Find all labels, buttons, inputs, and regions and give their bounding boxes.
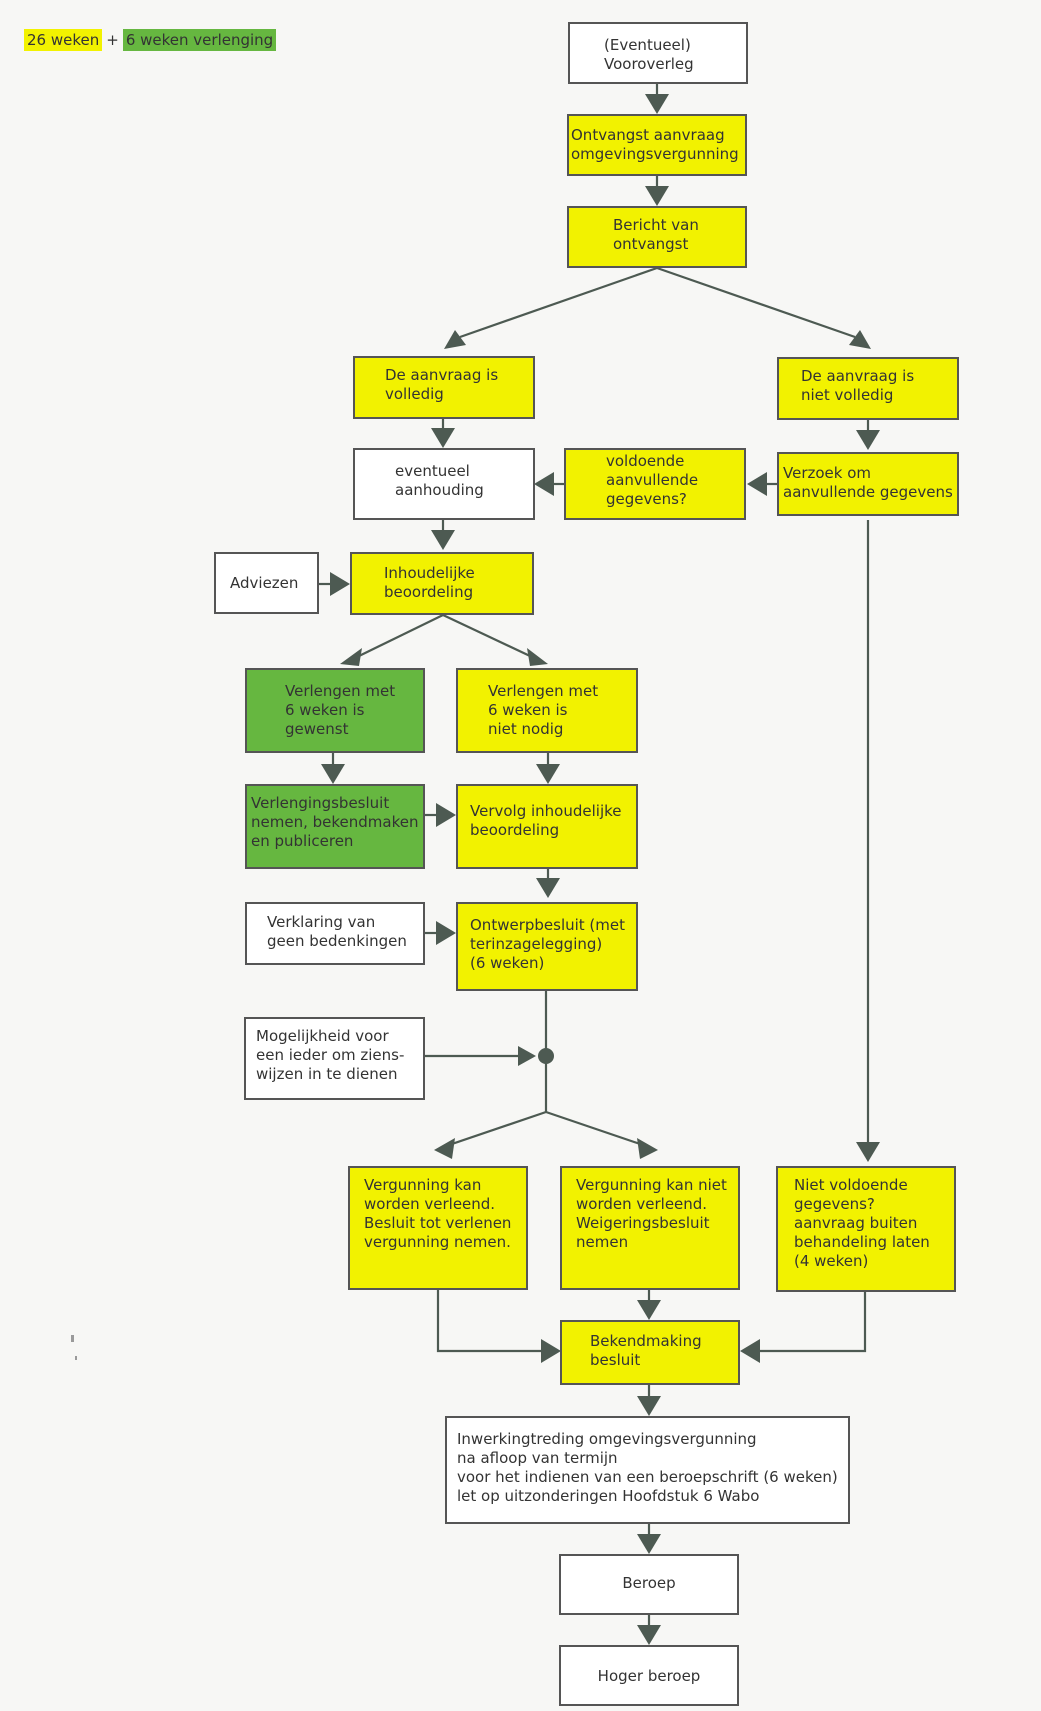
line-bericht-volledig xyxy=(459,266,658,339)
arrowhead-verzoek xyxy=(856,430,880,450)
step-eventueel-aanhouding: eventueel aanhouding xyxy=(353,448,535,520)
step-ontwerpbesluit: Ontwerpbesluit (met terinzagelegging) (6… xyxy=(456,902,638,991)
arrowhead-bericht xyxy=(645,186,669,206)
connector-arrowheads xyxy=(321,94,880,1645)
arrowhead-bekendmaking-boven xyxy=(637,1300,661,1320)
arrowhead-beroep xyxy=(637,1534,661,1554)
step-vergunning-verleend: Vergunning kan worden verleend. Besluit … xyxy=(348,1166,528,1290)
junction-dot xyxy=(538,1048,554,1064)
arrowhead-volledig xyxy=(444,330,466,349)
arrowhead-niet-volledig xyxy=(849,330,871,349)
step-vergunning-geweigerd: Vergunning kan niet worden verleend. Wei… xyxy=(560,1166,740,1290)
line-beoordeling-niet-nodig xyxy=(442,614,531,657)
arrowhead-ontvangst xyxy=(645,94,669,114)
legend-standard: 26 weken xyxy=(24,29,103,51)
arrowhead-verleend xyxy=(434,1138,455,1159)
step-vervolg-inhoudelijke-beoordeling: Vervolg inhoudelijke beoordeling xyxy=(456,784,638,869)
step-bericht-van-ontvangst: Bericht van ontvangst xyxy=(567,206,747,268)
legend: 26 weken + 6 weken verlenging xyxy=(24,29,277,51)
arrowhead-verlengingsbesluit xyxy=(321,764,345,784)
step-aanvraag-volledig: De aanvraag is volledig xyxy=(353,356,535,419)
arrowhead-vervolg-links xyxy=(436,803,456,827)
arrowhead-bekendmaking-rechts xyxy=(740,1339,760,1363)
step-bekendmaking-besluit: Bekendmaking besluit xyxy=(560,1320,740,1385)
line-beoordeling-gewenst xyxy=(358,614,444,657)
scan-speck xyxy=(71,1335,74,1342)
arrowhead-ontwerpbesluit xyxy=(536,878,560,898)
scan-speck xyxy=(75,1356,77,1360)
arrowhead-aanhouding xyxy=(431,428,455,448)
step-verlengen-gewenst: Verlengen met 6 weken is gewenst xyxy=(245,668,425,753)
line-buiten-behandeling-bekendmaking xyxy=(758,1292,867,1353)
line-splitsing-geweigerd xyxy=(545,1110,647,1148)
arrowhead-buiten-behandeling xyxy=(856,1142,880,1162)
step-verklaring-geen-bedenkingen: Verklaring van geen bedenkingen xyxy=(245,902,425,965)
arrowhead-bekendmaking-links xyxy=(541,1339,561,1363)
arrowhead-verklaring xyxy=(436,921,456,945)
arrowhead-adviezen xyxy=(330,572,350,596)
step-inhoudelijke-beoordeling: Inhoudelijke beoordeling xyxy=(350,552,534,615)
step-verlengingsbesluit: Verlengingsbesluit nemen, bekendmaken en… xyxy=(245,784,425,869)
step-voldoende-gegevens: voldoende aanvullende gegevens? xyxy=(564,448,746,520)
step-inwerkingtreding: Inwerkingtreding omgevingsvergunning na … xyxy=(445,1416,850,1524)
arrowhead-geweigerd xyxy=(637,1138,658,1159)
line-splitsing-verleend xyxy=(445,1110,547,1148)
step-verlengen-niet-nodig: Verlengen met 6 weken is niet nodig xyxy=(456,668,638,753)
connector-lines xyxy=(319,84,870,1627)
step-ontvangst-aanvraag: Ontvangst aanvraag omgevingsvergunning xyxy=(567,114,747,176)
arrowhead-vervolg xyxy=(536,764,560,784)
line-bericht-niet-volledig xyxy=(656,266,856,339)
line-verleend-bekendmaking xyxy=(436,1290,543,1353)
arrowhead-zienswijzen xyxy=(518,1046,536,1066)
arrowhead-gewenst xyxy=(340,648,362,666)
step-vooroverleg: (Eventueel) Vooroverleg xyxy=(568,22,748,84)
step-beroep: Beroep xyxy=(559,1554,739,1615)
legend-extension: 6 weken verlenging xyxy=(122,29,277,51)
step-buiten-behandeling: Niet voldoende gegevens? aanvraag buiten… xyxy=(776,1166,956,1292)
arrowhead-hoger-beroep xyxy=(637,1625,661,1645)
arrowhead-inwerkingtreding xyxy=(637,1396,661,1416)
step-verzoek-aanvullende-gegevens: Verzoek om aanvullende gegevens xyxy=(777,452,959,516)
step-aanvraag-niet-volledig: De aanvraag is niet volledig xyxy=(777,357,959,420)
arrowhead-aanhouding-links xyxy=(534,472,554,496)
step-hoger-beroep: Hoger beroep xyxy=(559,1645,739,1706)
arrowhead-niet-nodig xyxy=(527,648,548,666)
arrowhead-voldoende xyxy=(747,472,767,496)
step-zienswijzen: Mogelijkheid voor een ieder om ziens- wi… xyxy=(244,1017,425,1100)
arrowhead-beoordeling xyxy=(431,530,455,550)
step-adviezen: Adviezen xyxy=(214,552,319,614)
legend-plus: + xyxy=(106,31,119,49)
